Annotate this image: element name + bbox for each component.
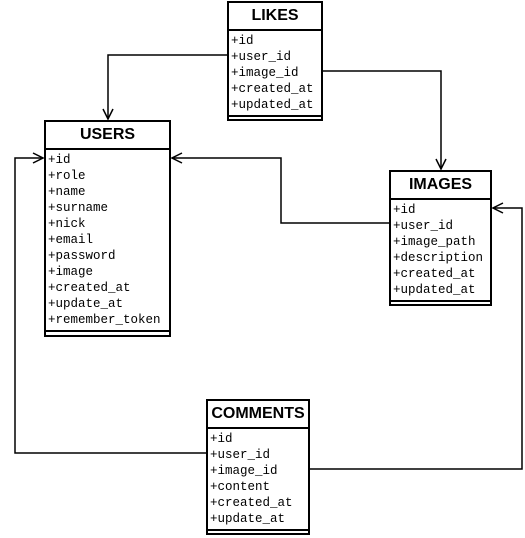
attribute: +remember_token [48, 313, 161, 327]
entity-title: COMMENTS [208, 401, 308, 429]
attribute: +created_at [393, 267, 476, 281]
attribute: +updated_at [231, 98, 314, 112]
attribute: +image_id [210, 464, 278, 478]
entity-comments: COMMENTS +id +user_id +image_id +content… [206, 399, 310, 535]
relation-comments-users [14, 158, 207, 454]
entity-likes: LIKES +id +user_id +image_id +created_at… [227, 1, 323, 121]
attribute: +user_id [393, 219, 454, 233]
attribute: +password [48, 249, 116, 263]
attribute: +update_at [48, 297, 124, 311]
attribute: +surname [48, 201, 109, 215]
attribute: +content [210, 480, 271, 494]
attribute: +updated_at [393, 283, 476, 297]
attribute: +id [231, 34, 254, 48]
entity-images: IMAGES +id +user_id +image_path +descrip… [389, 170, 492, 306]
attribute: +user_id [231, 50, 292, 64]
entity-users: USERS +id +role +name +surname +nick +em… [44, 120, 171, 337]
attribute: +id [393, 203, 416, 217]
attribute: +update_at [210, 512, 286, 526]
method-compartment [46, 332, 169, 338]
attribute-list: +id +user_id +image_id +created_at +upda… [229, 31, 321, 117]
relation-likes-images [323, 70, 441, 169]
attribute: +image [48, 265, 94, 279]
attribute-list: +id +role +name +surname +nick +email +p… [46, 150, 169, 332]
method-compartment [208, 531, 308, 537]
method-compartment [391, 302, 490, 308]
entity-title: IMAGES [391, 172, 490, 200]
attribute-list: +id +user_id +image_path +description +c… [391, 200, 490, 302]
attribute: +nick [48, 217, 86, 231]
attribute: +name [48, 185, 86, 199]
attribute: +image_id [231, 66, 299, 80]
attribute: +created_at [48, 281, 131, 295]
attribute: +role [48, 169, 86, 183]
attribute: +description [393, 251, 484, 265]
relation-images-users [172, 158, 390, 224]
attribute: +email [48, 233, 94, 247]
attribute: +created_at [210, 496, 293, 510]
attribute: +image_path [393, 235, 476, 249]
attribute: +id [48, 153, 71, 167]
entity-title: LIKES [229, 3, 321, 31]
entity-title: USERS [46, 122, 169, 150]
method-compartment [229, 117, 321, 123]
attribute: +created_at [231, 82, 314, 96]
attribute-list: +id +user_id +image_id +content +created… [208, 429, 308, 531]
attribute: +id [210, 432, 233, 446]
attribute: +user_id [210, 448, 271, 462]
relation-likes-users [108, 54, 228, 119]
relation-comments-images [310, 208, 523, 470]
